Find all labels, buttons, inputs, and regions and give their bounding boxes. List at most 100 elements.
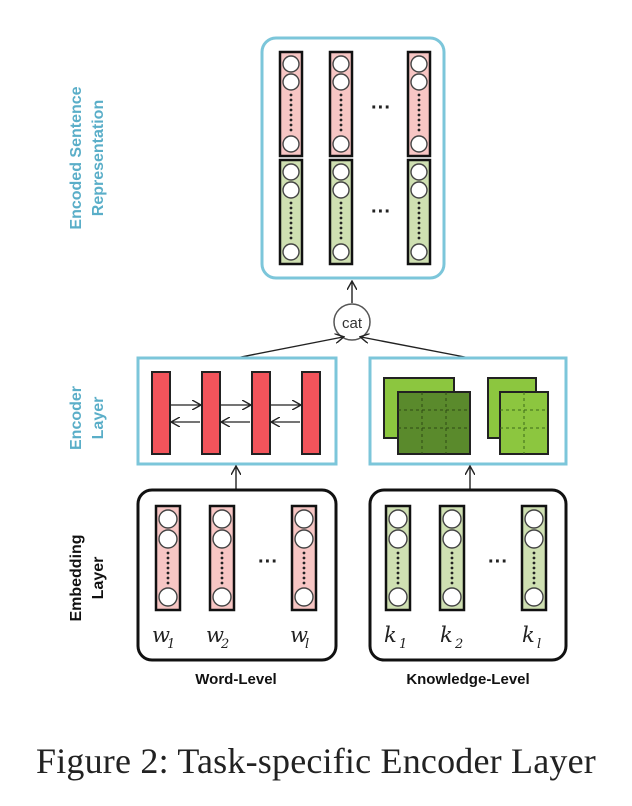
ellipsis-dot: [289, 201, 293, 205]
encoded-word-vector-1: [278, 50, 304, 158]
unit-circle: [282, 163, 300, 181]
unit-circle: [410, 243, 428, 261]
encoded-columns: [278, 50, 432, 266]
ellipsis-dot: [339, 236, 343, 240]
ellipsis-dot: [289, 113, 293, 117]
ellipsis-dot: [339, 211, 343, 215]
ellipsis-dot: [417, 226, 421, 230]
ellipsis-dot: [396, 576, 400, 580]
ellipsis-dot: [289, 231, 293, 235]
ellipsis-dot: [417, 236, 421, 240]
ellipsis-dot: [417, 221, 421, 225]
ellipsis-dot: [302, 571, 306, 575]
ellipsis-dot: [339, 113, 343, 117]
knowledge-embedding-vector-3: [520, 504, 548, 612]
word-token-1: w1: [152, 623, 175, 652]
knowledge-embedding-box: [368, 488, 568, 662]
cnn-map-front-1: [397, 391, 471, 455]
ellipsis-dot: [220, 566, 224, 570]
ellipsis-dot: [417, 206, 421, 210]
encoded-label-line2: Representation: [90, 100, 107, 216]
encoded-knowledge-vector-1: [278, 158, 304, 266]
knowledge-token-sub: 2: [454, 637, 463, 652]
unit-circle: [410, 73, 428, 91]
ellipsis-dot: [450, 561, 454, 565]
unit-circle: [332, 135, 350, 153]
encoder-label-line1: Encoder: [68, 386, 85, 450]
unit-circle: [332, 55, 350, 73]
encoded-ellipsis-bottom: ···: [371, 201, 391, 223]
encoded-ellipsis-top: ···: [371, 97, 391, 119]
encoder-diagram: Encoded Sentence Representation Encoder …: [68, 36, 568, 688]
ellipsis-dot: [396, 566, 400, 570]
unit-circle: [388, 509, 408, 529]
ellipsis-dot: [532, 571, 536, 575]
unit-circle: [442, 509, 462, 529]
ellipsis-dot: [289, 211, 293, 215]
ellipsis-dot: [339, 98, 343, 102]
ellipsis-dot: [417, 231, 421, 235]
unit-circle: [212, 587, 232, 607]
ellipsis-dot: [450, 571, 454, 575]
unit-circle: [332, 73, 350, 91]
unit-circle: [212, 509, 232, 529]
knowledge-level-label: Knowledge-Level: [406, 671, 529, 688]
unit-circle: [158, 509, 178, 529]
ellipsis-dot: [289, 216, 293, 220]
encoded-word-vector-2: [328, 50, 354, 158]
ellipsis-dot: [166, 556, 170, 560]
word-token-sub: 1: [167, 637, 175, 652]
ellipsis-dot: [417, 103, 421, 107]
unit-circle: [524, 529, 544, 549]
knowledge-token-sub: l: [537, 637, 541, 652]
word-embedding-columns: [154, 504, 318, 612]
ellipsis-dot: [289, 206, 293, 210]
ellipsis-dot: [220, 551, 224, 555]
ellipsis-dot: [339, 108, 343, 112]
ellipsis-dot: [450, 581, 454, 585]
ellipsis-dot: [339, 226, 343, 230]
ellipsis-dot: [166, 561, 170, 565]
ellipsis-dot: [417, 211, 421, 215]
encoded-label-line1: Encoded Sentence: [68, 86, 85, 229]
unit-circle: [524, 509, 544, 529]
ellipsis-dot: [417, 93, 421, 97]
ellipsis-dot: [289, 103, 293, 107]
lstm-cell-2: [201, 371, 221, 455]
cat-label: cat: [342, 315, 363, 332]
ellipsis-dot: [289, 93, 293, 97]
ellipsis-dot: [166, 576, 170, 580]
word-embedding-vector-2: [208, 504, 236, 612]
ellipsis-dot: [532, 551, 536, 555]
embedding-label-line1: Embedding: [68, 534, 85, 621]
ellipsis-dot: [396, 561, 400, 565]
word-token-base: w: [290, 623, 308, 647]
ellipsis-dot: [220, 571, 224, 575]
ellipsis-dot: [417, 201, 421, 205]
ellipsis-dot: [532, 581, 536, 585]
ellipsis-dot: [450, 566, 454, 570]
word-encoder-to-cat-line: [235, 337, 343, 359]
ellipsis-dot: [289, 226, 293, 230]
lstm-cell-3: [251, 371, 271, 455]
unit-circle: [282, 135, 300, 153]
ellipsis-dot: [289, 108, 293, 112]
ellipsis-dot: [166, 571, 170, 575]
knowledge-token-base: k: [440, 623, 453, 647]
ellipsis-dot: [289, 98, 293, 102]
ellipsis-dot: [417, 118, 421, 122]
ellipsis-dot: [417, 216, 421, 220]
word-embedding-vector-3: [290, 504, 318, 612]
knowledge-embedding-ellipsis: ···: [488, 551, 508, 573]
ellipsis-dot: [396, 581, 400, 585]
encoded-knowledge-vector-2: [328, 158, 354, 266]
unit-circle: [158, 587, 178, 607]
ellipsis-dot: [339, 201, 343, 205]
knowledge-token-base: k: [522, 623, 535, 647]
ellipsis-dot: [450, 576, 454, 580]
